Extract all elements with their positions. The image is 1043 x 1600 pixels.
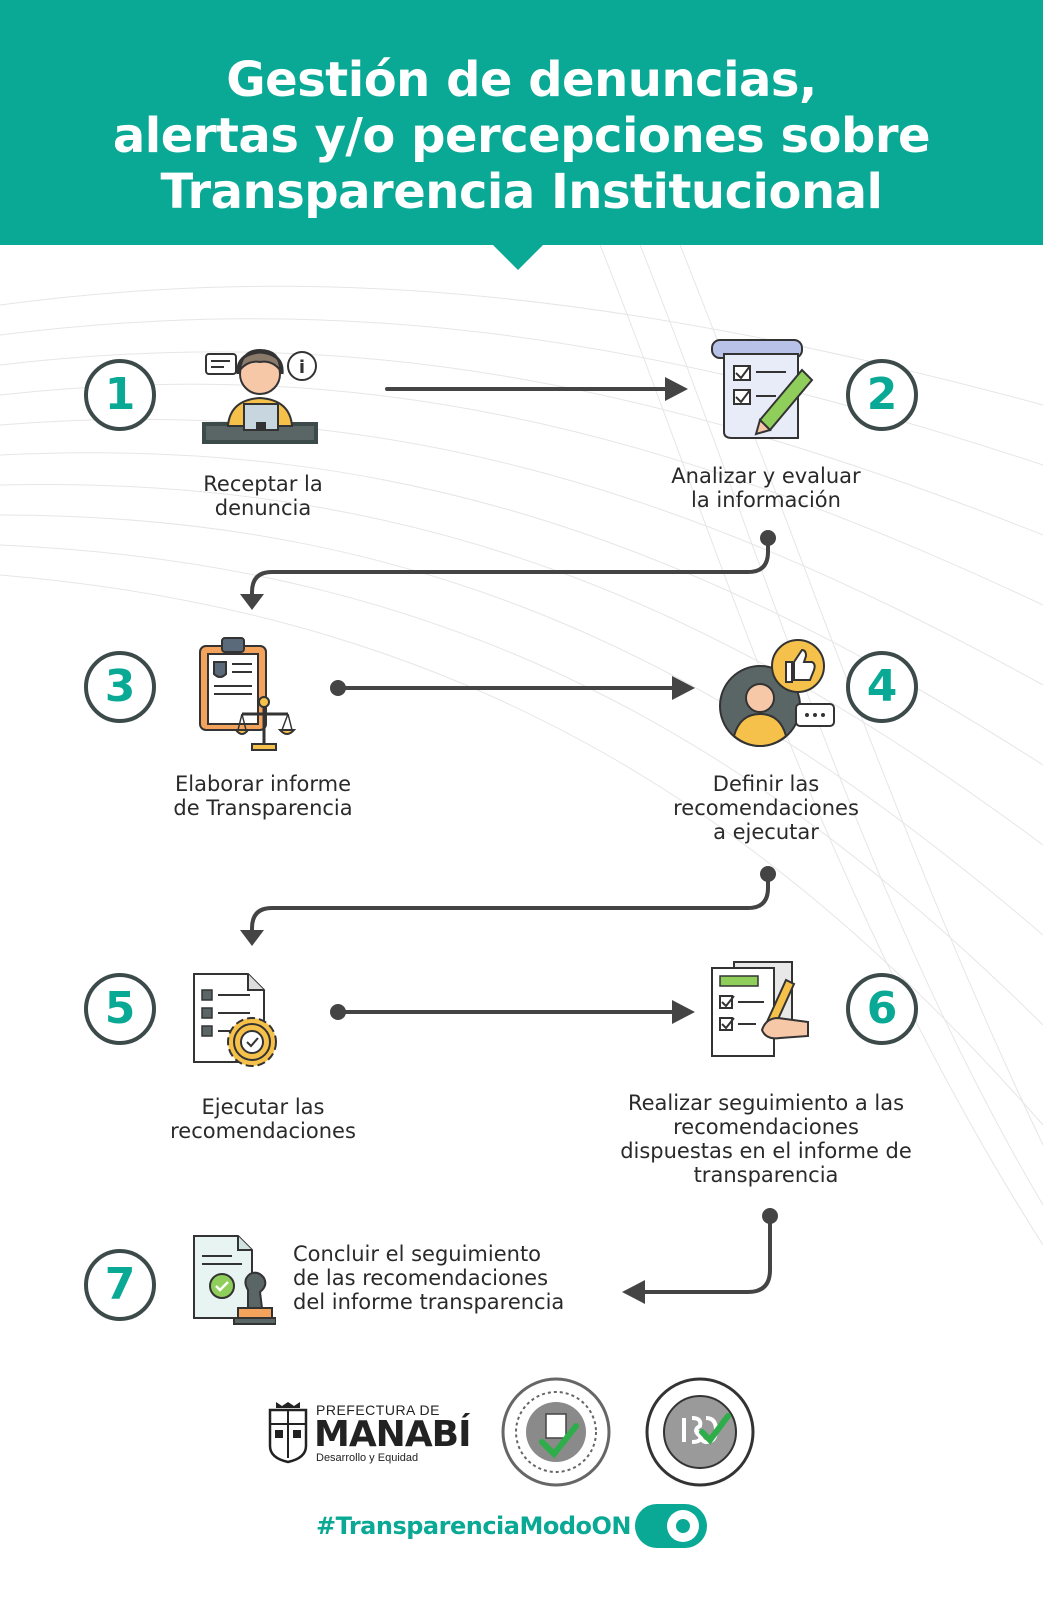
step-label-3: Elaborar informe de Transparencia: [133, 772, 393, 820]
flow-arrows: [240, 377, 778, 1304]
header-pointer: [492, 244, 544, 270]
step-label-line: del informe transparencia: [293, 1290, 565, 1314]
step-number-1: 1: [84, 359, 156, 431]
step-label-line: dispuestas en el informe de: [620, 1139, 912, 1163]
step-label-4: Definir las recomendaciones a ejecutar: [636, 772, 896, 844]
step-label-line: Analizar y evaluar: [671, 464, 861, 488]
step-label-1: Receptar la denuncia: [163, 472, 363, 520]
step-label-line: Definir las: [712, 772, 820, 796]
logo-text-main: MANABÍ: [314, 1414, 472, 1455]
step-label-line: recomendaciones: [673, 796, 859, 820]
step-label-line: Realizar seguimiento a las: [627, 1091, 905, 1115]
step-label-6: Realizar seguimiento a las recomendacion…: [596, 1091, 936, 1187]
clipboard-report-with-scales-icon: [199, 637, 297, 751]
svg-text:i: i: [299, 357, 305, 378]
checklist-with-gear-icon: [193, 973, 277, 1067]
page-title: Gestión de denuncias, alertas y/o percep…: [0, 52, 1043, 220]
step-label-line: transparencia: [693, 1163, 839, 1187]
step-label-2: Analizar y evaluar la información: [636, 464, 896, 512]
logo-text-top: PREFECTURA DE: [316, 1402, 440, 1418]
step-label-line: recomendaciones: [673, 1115, 859, 1139]
checklist-document-with-pencil-icon: [711, 339, 814, 439]
title-line: Transparencia Institucional: [160, 164, 883, 220]
step-label-line: recomendaciones: [170, 1119, 356, 1143]
title-line: alertas y/o percepciones sobre: [112, 108, 931, 164]
step-label-line: Receptar la: [203, 472, 323, 496]
step-number-4: 4: [846, 651, 918, 723]
step-label-line: de las recomendaciones: [293, 1266, 549, 1290]
step-label-line: la información: [691, 488, 841, 512]
iso-37001-seal-icon: [501, 1377, 611, 1487]
person-with-thumbs-up-icon: [719, 639, 835, 748]
step-number-3: 3: [84, 651, 156, 723]
step-label-line: a ejecutar: [713, 820, 819, 844]
manabi-coat-of-arms-icon: [268, 1402, 308, 1464]
step-number-7: 7: [84, 1249, 156, 1321]
iso-9001-seal-icon: [645, 1377, 755, 1487]
step-label-line: Ejecutar las: [201, 1095, 325, 1119]
step-label-5: Ejecutar las recomendaciones: [133, 1095, 393, 1143]
step-number-6: 6: [846, 973, 918, 1045]
logo-text-sub: Desarrollo y Equidad: [316, 1452, 419, 1464]
title-line: Gestión de denuncias,: [226, 52, 817, 108]
step-label-line: Concluir el seguimiento: [293, 1242, 542, 1266]
step-label-7: Concluir el seguimiento de las recomenda…: [293, 1242, 613, 1314]
header-banner: Gestión de denuncias, alertas y/o percep…: [0, 0, 1043, 245]
step-number-2: 2: [846, 359, 918, 431]
background-wave-lines: [0, 245, 1043, 1246]
hashtag-text: #TransparenciaModoON: [316, 1512, 632, 1540]
toggle-knob: [667, 1510, 699, 1542]
checklist-with-hand-and-pen-icon: [711, 961, 809, 1057]
toggle-switch-icon: [635, 1504, 707, 1548]
step-label-line: de Transparencia: [173, 796, 353, 820]
step-label-line: denuncia: [214, 496, 312, 520]
document-with-stamp-icon: [193, 1235, 276, 1325]
operator-with-speech-bubbles-icon: i: [202, 348, 318, 444]
step-label-line: Elaborar informe: [175, 772, 351, 796]
step-number-5: 5: [84, 973, 156, 1045]
